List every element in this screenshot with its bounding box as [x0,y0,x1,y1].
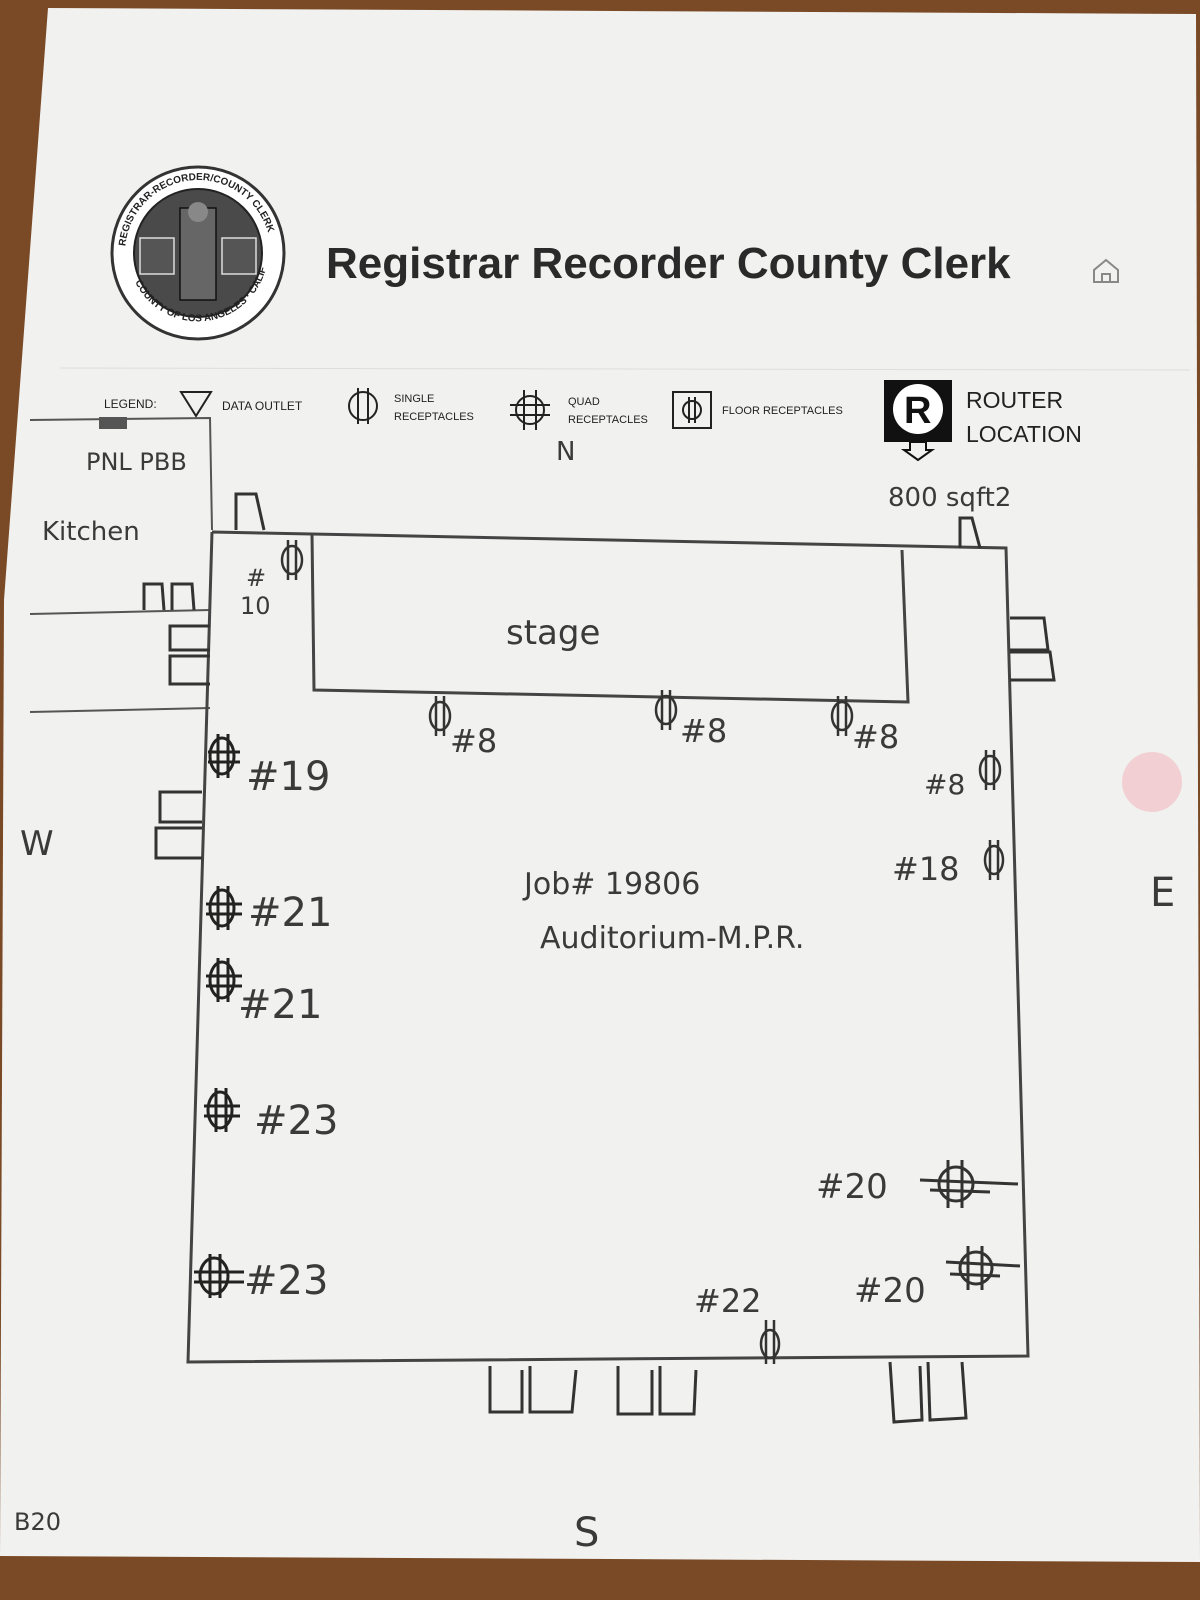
compass-east: E [1150,870,1175,916]
adjacent-panel-label: PNL PBB [86,448,187,476]
receptacle-23b [194,1254,244,1298]
receptacle-23a [204,1088,240,1132]
auditorium-outline [186,530,1030,1364]
legend-data-outlet: DATA OUTLET [222,399,303,413]
single-receptacle-e18 [983,840,1005,880]
single-receptacle-icon [348,388,378,424]
label-p10: # [246,564,266,592]
label-s8a: #8 [450,722,497,760]
legend-quad-2: RECEPTACLES [568,414,648,426]
receptacle-19 [208,734,240,778]
label-s8c: #8 [852,718,899,756]
compass-north: N [556,437,575,467]
floor-receptacle-icon [672,391,712,429]
page-title: Registrar Recorder County Clerk [326,239,1011,288]
home-icon [1093,258,1119,283]
single-receptacle-22 [759,1320,781,1364]
label-s22: #22 [694,1282,762,1320]
east-quad-receptacles [919,1160,1021,1290]
single-receptacle-8b [654,690,678,730]
label-w21a: #21 [248,890,332,936]
room-area-label: 800 sqft2 [888,483,1011,513]
compass-west: W [20,824,54,864]
single-receptacle-10 [280,540,304,580]
room-name-label: Auditorium-M.P.R. [540,921,804,956]
receptacle-21b [206,958,242,1002]
single-receptacle-8c [830,696,854,736]
single-receptacles [280,540,1005,1364]
compass-south: S [574,1510,599,1556]
legend-quad-1: QUAD [568,396,600,408]
stage-label: stage [506,613,600,653]
label-e20b: #20 [854,1271,926,1311]
legend-single-2: RECEPTACLES [394,411,474,423]
west-receptacles [194,734,244,1298]
legend-router-2: LOCATION [966,421,1082,447]
label-e8: #8 [924,768,965,801]
receptacle-labels: # #8 #8 #8 #8 #18 #19 #21 #21 #23 #23 #2… [238,564,965,1320]
room-job-label: Job# 19806 [522,867,700,902]
label-w19: #19 [246,754,330,800]
adjacent-rooms [29,416,213,713]
receptacle-21a [206,886,242,930]
data-outlet-icon [179,391,213,418]
legend-single-1: SINGLE [394,393,434,405]
legend: LEGEND: DATA OUTLET SINGLE RECEPTACLES Q… [104,380,1082,462]
label-w23b: #23 [244,1258,328,1304]
label-w23a: #23 [254,1098,338,1144]
quad-receptacle-20b [945,1246,1021,1290]
router-symbol: R [904,390,931,432]
legend-floor: FLOOR RECEPTACLES [722,405,843,417]
quad-receptacle-20a [919,1160,1019,1208]
router-icon: R [884,380,952,462]
stage-area [310,533,910,704]
label-w21b: #21 [238,982,322,1028]
single-receptacle-8a [428,696,452,736]
corner-note: B20 [14,1508,61,1536]
quad-receptacle-icon [510,390,550,430]
label-e18: #18 [892,850,960,888]
legend-label: LEGEND: [104,397,157,411]
data-outlets [142,492,1056,1424]
label-e20a: #20 [816,1167,888,1207]
label-s8b: #8 [680,712,727,750]
left-ten-label: 10 [240,592,271,620]
single-receptacle-e8 [978,750,1002,790]
adjacent-kitchen-label: Kitchen [42,517,140,547]
legend-router-1: ROUTER [966,387,1063,413]
pink-smudge [1122,752,1182,812]
